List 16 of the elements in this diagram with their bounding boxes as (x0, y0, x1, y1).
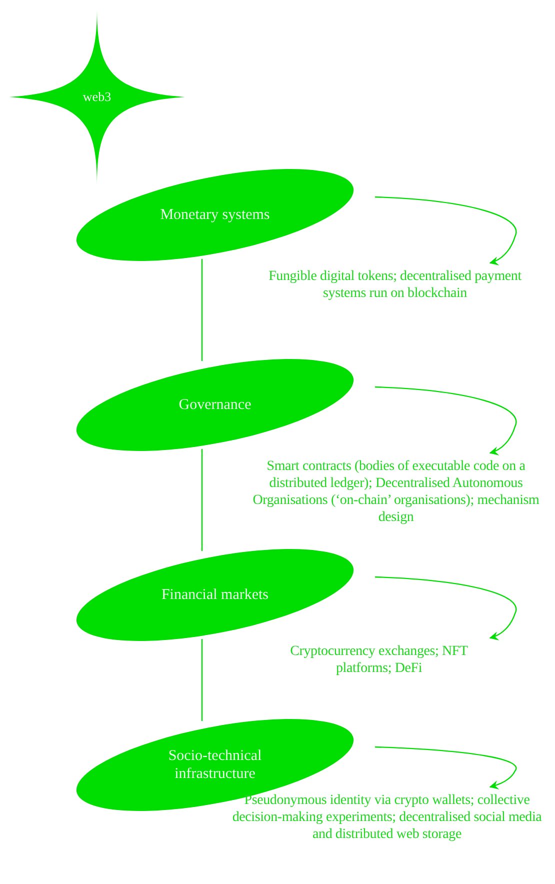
connector-line (201, 259, 203, 361)
node-label: Socio-technical infrastructure (167, 747, 263, 783)
node-label: Governance (178, 396, 252, 414)
description-text: Smart contracts (bodies of executable code on a distributed ledger); Decentralised Autonomous Organisations (‘on-chain’ organisations); mechanism design (252, 458, 540, 526)
description-text: Cryptocurrency exchanges; NFT platforms; DeFi (290, 643, 468, 677)
node-label: web3 (82, 88, 112, 106)
node-label: Financial markets (161, 586, 269, 604)
node-label: Monetary systems (160, 206, 270, 224)
curved-arrow (374, 576, 516, 640)
description-text: Pseudonymous identity via crypto wallets; collective decision-making experiments; decentralised social media and distributed web storage (231, 792, 543, 843)
curved-arrow (374, 386, 517, 455)
connector-line (201, 449, 203, 551)
curved-arrow (374, 196, 517, 265)
curved-arrow (374, 746, 517, 790)
connector-line (201, 639, 203, 721)
description-text: Fungible digital tokens; decentralised payment systems run on blockchain (268, 268, 522, 302)
